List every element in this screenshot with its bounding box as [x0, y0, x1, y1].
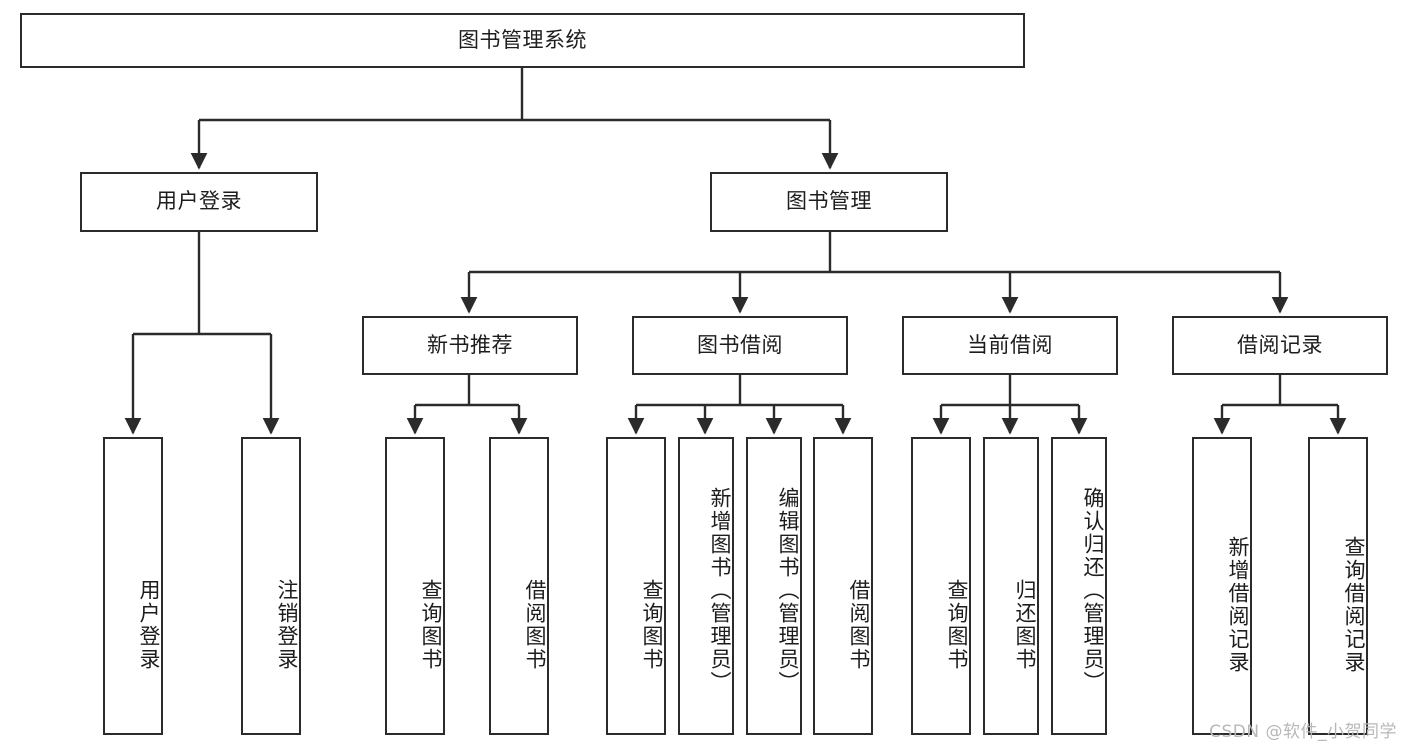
- leaf-new-book-query-book[interactable]: 查询图书: [385, 437, 445, 735]
- leaf-borrow-record-query-record[interactable]: 查询借阅记录: [1308, 437, 1368, 735]
- leaf-user-login-signin[interactable]: 用户登录: [103, 437, 163, 735]
- node-book-manage-label: 图书管理: [786, 189, 872, 214]
- node-book-borrow-label: 图书借阅: [697, 332, 783, 357]
- node-root-label: 图书管理系统: [458, 27, 587, 52]
- leaf-label: 编辑图书（管理员）: [776, 486, 800, 694]
- node-borrow-record-label: 借阅记录: [1237, 332, 1323, 357]
- leaf-label: 查询图书: [945, 579, 969, 671]
- leaf-label: 借阅图书: [523, 579, 547, 671]
- leaf-new-book-borrow-book[interactable]: 借阅图书: [489, 437, 549, 735]
- leaf-label: 归还图书: [1013, 579, 1037, 671]
- leaf-book-borrow-add-book[interactable]: 新增图书（管理员）: [678, 437, 734, 735]
- leaf-current-borrow-confirm-return[interactable]: 确认归还（管理员）: [1051, 437, 1107, 735]
- leaf-label: 新增图书（管理员）: [708, 486, 732, 694]
- node-new-book-recommend-label: 新书推荐: [427, 332, 513, 357]
- node-root[interactable]: 图书管理系统: [20, 13, 1025, 68]
- node-user-login[interactable]: 用户登录: [80, 172, 318, 232]
- node-current-borrow[interactable]: 当前借阅: [902, 316, 1118, 375]
- watermark: CSDN @软件_小贺同学: [1209, 722, 1397, 742]
- leaf-label: 查询图书: [640, 579, 664, 671]
- leaf-borrow-record-add-record[interactable]: 新增借阅记录: [1192, 437, 1252, 735]
- leaf-label: 用户登录: [137, 579, 161, 671]
- leaf-book-borrow-query-book[interactable]: 查询图书: [606, 437, 666, 735]
- leaf-label: 新增借阅记录: [1226, 536, 1250, 674]
- leaf-current-borrow-query-book[interactable]: 查询图书: [911, 437, 971, 735]
- leaf-label: 确认归还（管理员）: [1081, 486, 1105, 694]
- leaf-current-borrow-return-book[interactable]: 归还图书: [983, 437, 1039, 735]
- node-book-borrow[interactable]: 图书借阅: [632, 316, 848, 375]
- leaf-user-login-signout[interactable]: 注销登录: [241, 437, 301, 735]
- node-borrow-record[interactable]: 借阅记录: [1172, 316, 1388, 375]
- leaf-label: 借阅图书: [847, 579, 871, 671]
- leaf-book-borrow-edit-book[interactable]: 编辑图书（管理员）: [746, 437, 802, 735]
- node-current-borrow-label: 当前借阅: [967, 332, 1053, 357]
- node-user-login-label: 用户登录: [156, 189, 242, 214]
- node-new-book-recommend[interactable]: 新书推荐: [362, 316, 578, 375]
- leaf-label: 查询借阅记录: [1342, 536, 1366, 674]
- node-book-manage[interactable]: 图书管理: [710, 172, 948, 232]
- leaf-book-borrow-borrow-book[interactable]: 借阅图书: [813, 437, 873, 735]
- leaf-label: 注销登录: [275, 579, 299, 671]
- leaf-label: 查询图书: [419, 579, 443, 671]
